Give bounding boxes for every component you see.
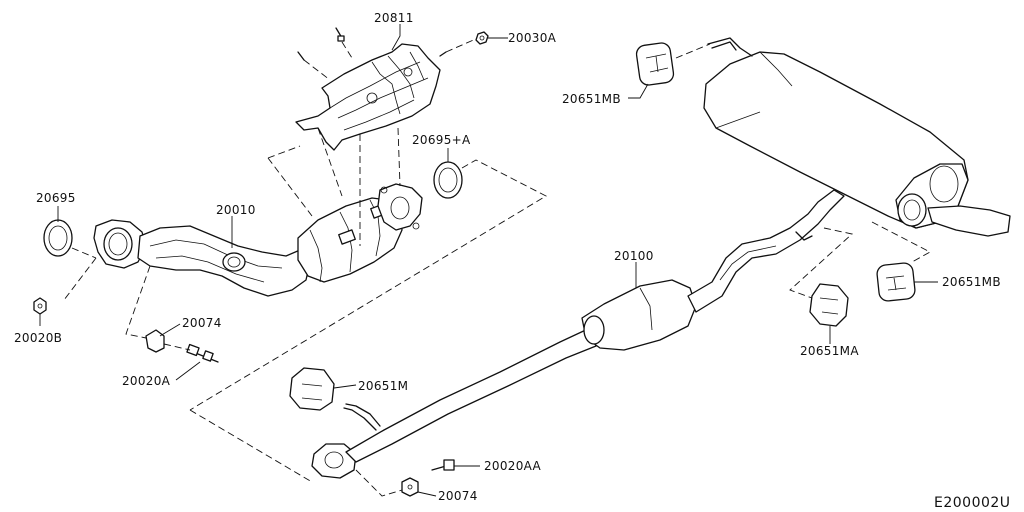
main-muffler bbox=[703, 37, 1011, 237]
hanger-bracket bbox=[795, 231, 813, 241]
rubber-hanger-top bbox=[635, 42, 675, 86]
diagram-code: E200002U bbox=[934, 495, 1011, 511]
label-20074-top: 20074 bbox=[182, 316, 222, 330]
label-20020b: 20020B bbox=[14, 331, 62, 345]
label-20074-bottom: 20074 bbox=[438, 489, 478, 503]
gasket-rear bbox=[433, 161, 463, 199]
label-20651m: 20651M bbox=[358, 379, 408, 393]
label-20695: 20695 bbox=[36, 191, 76, 205]
nut-icon bbox=[401, 477, 419, 497]
label-20651mb-top: 20651MB bbox=[562, 92, 621, 106]
catalytic-converter bbox=[93, 183, 423, 297]
insulator-bolt bbox=[297, 27, 447, 61]
rubber-hanger-right bbox=[876, 262, 916, 302]
rubber-hanger-ma bbox=[809, 283, 849, 327]
label-20651ma: 20651MA bbox=[800, 344, 859, 358]
label-20010: 20010 bbox=[216, 203, 256, 217]
label-20020aa: 20020AA bbox=[484, 459, 542, 473]
nut-icon bbox=[475, 31, 489, 45]
heat-insulator bbox=[295, 43, 441, 151]
label-20030a: 20030A bbox=[508, 31, 557, 45]
label-20695a: 20695+A bbox=[412, 133, 471, 147]
center-muffler bbox=[311, 189, 845, 479]
label-20020a: 20020A bbox=[122, 374, 171, 388]
rubber-hanger-m bbox=[289, 367, 335, 411]
oxygen-sensor bbox=[145, 329, 219, 363]
label-20100: 20100 bbox=[614, 249, 654, 263]
gasket-front bbox=[43, 219, 73, 257]
nut-icon bbox=[33, 297, 47, 315]
stud-bolt bbox=[431, 459, 455, 471]
label-20811: 20811 bbox=[374, 11, 414, 25]
label-20651mb-right: 20651MB bbox=[942, 275, 1001, 289]
